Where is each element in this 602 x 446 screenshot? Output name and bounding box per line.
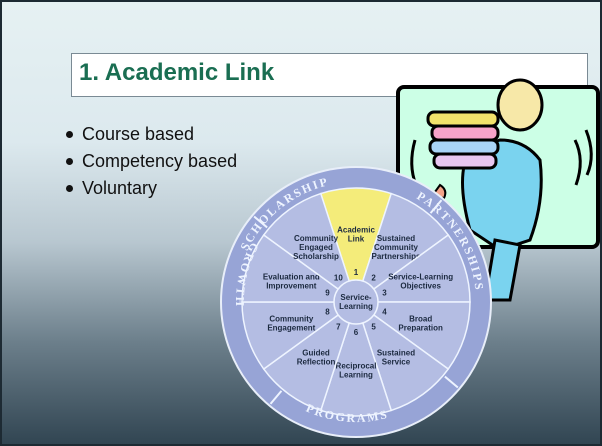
wheel-segment-number: 10 (334, 274, 343, 283)
wheel-segment-label: Sustained (377, 234, 415, 243)
ring-divider (429, 199, 443, 214)
wheel-segment-number: 2 (371, 274, 376, 283)
wheel-segment-1 (319, 187, 393, 305)
wheel-segment-label: Community (374, 243, 419, 252)
wheel-segment-label: Service-Learning (388, 272, 453, 281)
wheel-segment-label: Community (294, 234, 339, 243)
bullet-item: Course based (62, 121, 237, 148)
wheel-segment-5 (354, 300, 450, 412)
wheel-hub (333, 279, 379, 325)
wheel-segment-10 (262, 192, 358, 304)
wheel-center-label: Learning (339, 302, 373, 311)
wheel-segment-label: Broad (409, 315, 432, 324)
wheel-segment-number: 9 (325, 289, 330, 298)
slide-title: 1. Academic Link (79, 59, 275, 86)
wheel-segment-label: Academic (337, 226, 375, 235)
wheel-segment-label: Reciprocal (336, 362, 377, 371)
bullet-item: Voluntary (62, 175, 237, 202)
wheel-segment-label: Engagement (267, 324, 315, 333)
wheel-segment-9 (241, 233, 359, 303)
wheel-segment-label: Guided (302, 349, 330, 358)
wheel-segment-number: 8 (325, 307, 330, 316)
wheel-segment-label: Sustained (377, 349, 415, 358)
wheel-segment-label: Objectives (400, 281, 441, 290)
wheel-segment-3 (353, 233, 471, 303)
wheel-segment-number: 7 (336, 322, 341, 331)
wheel-segment-label: Learning (339, 371, 373, 380)
ring-divider (253, 215, 268, 229)
wheel-segment-label: Preparation (398, 324, 443, 333)
wheel-segment-label: Improvement (266, 281, 317, 290)
wheel-segment-label: Service (382, 358, 411, 367)
wheel-segment-number: 3 (382, 289, 387, 298)
wheel-center-label: Service- (340, 293, 371, 302)
wheel-segment-6 (319, 299, 393, 417)
wheel-segment-2 (354, 192, 450, 304)
bullet-list: Course based Competency based Voluntary (62, 121, 237, 202)
bullet-item: Competency based (62, 148, 237, 175)
ring-divider (444, 375, 459, 389)
wheel-segment-number: 4 (382, 307, 387, 316)
wheel-segment-7 (262, 300, 358, 412)
wheel-segment-label: Reflection (297, 358, 336, 367)
wheel-segment-number: 5 (371, 322, 376, 331)
ring-divider (269, 390, 283, 405)
wheel-segment-number: 6 (354, 328, 359, 337)
wheel-segment-label: Evaluation and (263, 272, 320, 281)
wheel-segment-label: Link (348, 235, 365, 244)
wheel-segment-label: Partnerships (372, 252, 421, 261)
wheel-segment-label: Engaged (299, 243, 333, 252)
wheel-segment-8 (241, 301, 359, 371)
wheel-segment-label: Scholarship (293, 252, 339, 261)
wheel-segment-label: Community (269, 315, 314, 324)
wheel-segment-number: 1 (354, 268, 359, 277)
wheel-segment-4 (353, 301, 471, 371)
